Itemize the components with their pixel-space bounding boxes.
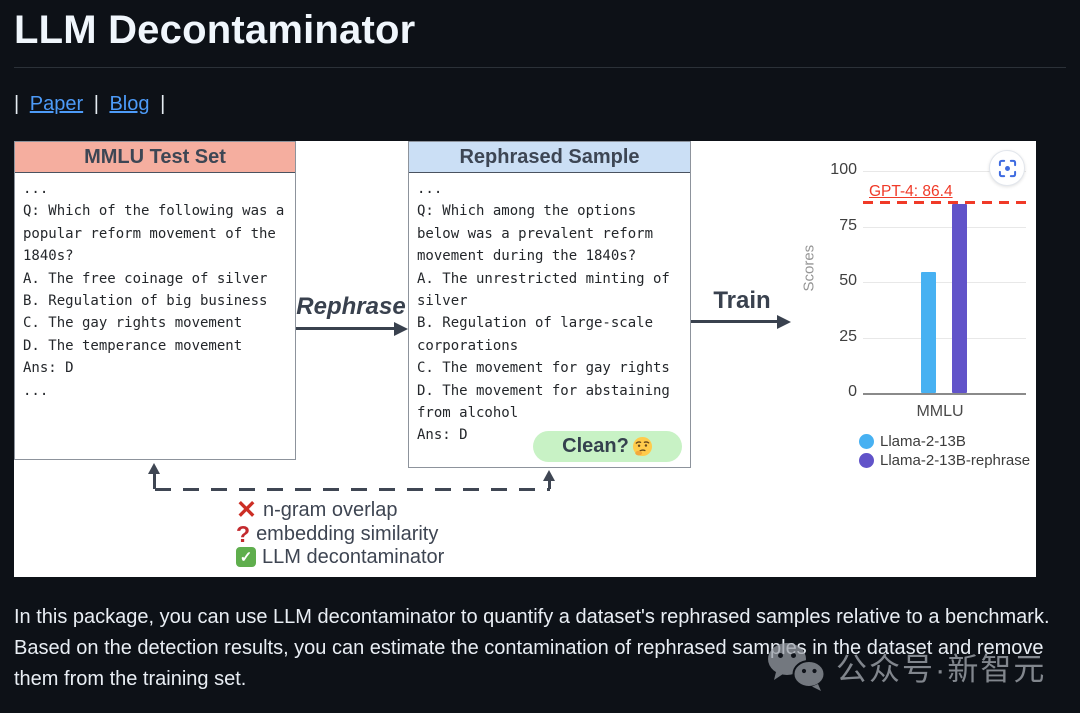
code-line: silver <box>417 293 468 310</box>
feedback-left-stem <box>153 474 156 489</box>
feedback-left-arrowhead-icon <box>148 463 160 474</box>
code-line: from alcohol <box>417 405 519 422</box>
feedback-right-stem <box>548 481 551 489</box>
rephrased-sample-header: Rephrased Sample <box>409 142 690 173</box>
rephrase-arrow-label: Rephrase <box>296 293 406 320</box>
mmlu-test-set-box: MMLU Test Set ... Q: Which of the follow… <box>14 141 296 460</box>
train-arrow-label: Train <box>713 287 771 314</box>
scan-frame-icon <box>998 159 1016 177</box>
rephrased-sample-text: ... Q: Which among the options below was… <box>409 173 690 452</box>
check-box-icon: ✓ <box>236 547 256 567</box>
y-tick-0: 0 <box>848 383 857 400</box>
bar-llama-2-13b-rephrase <box>952 203 967 393</box>
y-tick-50: 50 <box>839 272 857 289</box>
code-line: Q: Which among the options <box>417 203 637 220</box>
feedback-dashed-line <box>155 488 550 491</box>
method-label: LLM decontaminator <box>262 545 445 568</box>
code-line: A. The free coinage of silver <box>23 270 268 287</box>
description-paragraph: In this package, you can use LLM deconta… <box>14 606 1050 690</box>
code-line: B. Regulation of big business <box>23 293 268 310</box>
y-axis-title: Scores <box>800 244 818 292</box>
legend-item: Llama-2-13B-rephrase <box>859 451 1030 470</box>
code-line: ... <box>23 382 49 399</box>
pipe-separator: | <box>160 93 166 115</box>
decontaminator-diagram: MMLU Test Set ... Q: Which of the follow… <box>14 141 1036 577</box>
code-line: C. The movement for gay rights <box>417 360 670 377</box>
code-line: popular reform movement of the <box>23 225 276 242</box>
thinking-face-emoji-icon <box>632 436 652 457</box>
method-ngram-overlap: ✕ n-gram overlap <box>236 496 398 524</box>
y-tick-75: 75 <box>839 216 857 234</box>
gridline <box>863 282 1026 283</box>
y-tick-25: 25 <box>839 327 857 345</box>
pipe-separator: | <box>93 93 99 115</box>
mmlu-test-set-text: ... Q: Which of the following was a popu… <box>15 173 295 407</box>
legend-label: Llama-2-13B <box>880 433 966 450</box>
code-line: D. The movement for abstaining <box>417 382 670 399</box>
gpt4-reference-line <box>863 201 1026 204</box>
method-label: n-gram overlap <box>262 498 398 521</box>
clean-badge-label: Clean? <box>562 435 629 457</box>
method-label: embedding similarity <box>256 522 439 545</box>
mmlu-test-set-header: MMLU Test Set <box>15 142 295 173</box>
train-arrowhead-icon <box>777 314 791 329</box>
train-arrow-line <box>691 320 779 323</box>
x-axis-line <box>863 393 1026 395</box>
code-line: D. The temperance movement <box>23 337 243 354</box>
legend-label: Llama-2-13B-rephrase <box>880 452 1031 469</box>
blog-link[interactable]: Blog <box>109 93 150 115</box>
code-line: corporations <box>417 337 519 354</box>
bar-llama-2-13b <box>921 272 936 393</box>
code-line: Q: Which of the following was a <box>23 203 285 220</box>
x-category-label: MMLU <box>916 403 964 420</box>
code-line: C. The gay rights movement <box>23 315 243 332</box>
code-line: Ans: D <box>23 360 74 377</box>
code-line: ... <box>417 181 443 197</box>
rephrase-arrow-line <box>296 327 395 330</box>
x-mark-icon: ✕ <box>236 496 257 524</box>
gridline <box>863 171 1026 172</box>
pipe-separator: | <box>14 93 20 115</box>
question-mark-icon: ? <box>236 521 251 547</box>
clean-question-badge: Clean? <box>533 431 682 462</box>
legend-item: Llama-2-13B <box>859 432 966 451</box>
code-line: B. Regulation of large-scale <box>417 315 654 332</box>
code-line: A. The unrestricted minting of <box>417 270 670 287</box>
method-embedding-similarity: ? embedding similarity <box>236 522 438 546</box>
code-line: Ans: D <box>417 427 468 444</box>
gridline <box>863 226 1026 228</box>
image-scan-button[interactable] <box>989 150 1025 186</box>
legend-dot-llama-2-13b <box>859 434 874 449</box>
code-line: below was a prevalent reform <box>417 225 654 242</box>
nav-links: | Paper | Blog | <box>14 93 165 116</box>
method-llm-decontaminator: ✓ LLM decontaminator <box>236 545 444 569</box>
title-divider <box>14 67 1066 68</box>
paper-link[interactable]: Paper <box>29 93 84 115</box>
rephrased-sample-box: Rephrased Sample ... Q: Which among the … <box>408 141 691 468</box>
code-line: movement during the 1840s? <box>417 248 637 265</box>
code-line: 1840s? <box>23 248 74 265</box>
gpt4-reference-label: GPT-4: 86.4 <box>869 183 953 200</box>
page-title: LLM Decontaminator <box>14 8 416 52</box>
gridline <box>863 337 1026 339</box>
rephrase-arrowhead-icon <box>394 321 408 336</box>
code-line: ... <box>23 181 49 197</box>
y-tick-100: 100 <box>830 161 857 178</box>
legend-dot-llama-2-13b-rephrase <box>859 453 874 468</box>
feedback-right-arrowhead-icon <box>543 470 555 481</box>
